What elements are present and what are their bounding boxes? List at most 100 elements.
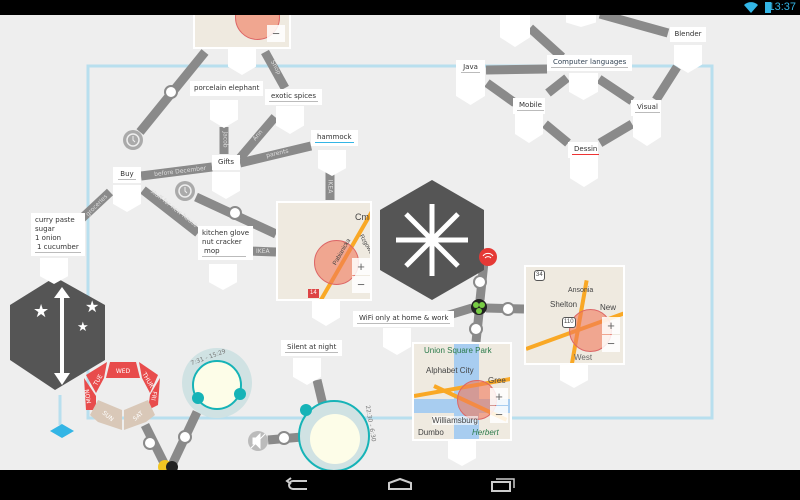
node-gifts[interactable]: Gifts	[212, 155, 240, 170]
zoom-out-button[interactable]: −	[602, 335, 620, 352]
node-grocery-list[interactable]: curry paste sugar 1 onion 1 cucumber	[31, 213, 85, 256]
clock-icon[interactable]	[123, 130, 143, 150]
map-label: Herbert	[472, 428, 499, 437]
day-wed	[106, 362, 140, 378]
node-blender[interactable]: Blender	[670, 27, 706, 42]
edge-handle	[501, 302, 515, 316]
clock-icon[interactable]	[175, 181, 195, 201]
star-icon: ★	[33, 301, 49, 322]
map-label: Cm	[355, 212, 369, 222]
list-item: 1 onion	[35, 234, 62, 242]
expand-arrows-hexagon[interactable]	[380, 180, 484, 300]
node-label: Gifts	[217, 158, 235, 166]
clock-end-handle[interactable]	[234, 388, 246, 400]
resize-handle[interactable]	[50, 424, 74, 438]
map-label: Williamsburg	[432, 416, 478, 425]
map-shelton[interactable]: 34 Ansonia Shelton New West 110 + −	[524, 265, 625, 365]
list-item: nut cracker	[202, 238, 242, 246]
priority-hexagon[interactable]: ★ ★ ★	[10, 277, 105, 390]
time-range-clock-night[interactable]: 22:30 - 6:30	[298, 400, 377, 472]
time-range-clock-day[interactable]: 7:31 - 15:29	[182, 348, 252, 418]
edge-shop	[261, 49, 289, 91]
clock-start-handle[interactable]	[300, 404, 312, 416]
node-visual[interactable]: Visual	[631, 100, 661, 116]
clock-start-handle[interactable]	[192, 392, 204, 404]
node-label: Blender	[674, 30, 702, 38]
day-mon-label: MON	[84, 389, 93, 404]
edge-label-ikea: IKEA	[256, 248, 270, 255]
node-label: Mobile	[517, 101, 544, 111]
zoom-out-button[interactable]: −	[352, 276, 370, 293]
map-label: West	[574, 353, 593, 362]
node-silent-at-night[interactable]: Silent at night	[281, 340, 343, 356]
wifi-icon	[744, 2, 758, 13]
map-label: Alphabet City	[426, 366, 474, 375]
day-tue	[86, 362, 107, 393]
zoom-in-button[interactable]: +	[602, 317, 620, 334]
home-icon[interactable]	[385, 475, 415, 495]
edge-groceries	[76, 188, 114, 224]
edge-ikea1	[248, 246, 277, 257]
edge	[484, 79, 518, 107]
edge	[545, 74, 570, 97]
map-label: Union Square Park	[424, 346, 492, 355]
node-hammock[interactable]: hammock	[311, 130, 358, 146]
map-top[interactable]: −	[193, 13, 291, 49]
day-fri-label: FRI	[149, 391, 158, 402]
node-porcelain-elephant[interactable]: porcelain elephant	[190, 81, 264, 96]
node-label: Dessin	[572, 145, 600, 155]
battery-icon	[765, 2, 771, 13]
edge	[526, 24, 566, 61]
clock-time: 13:37	[768, 1, 796, 13]
edge-ann	[236, 114, 279, 161]
edge	[598, 9, 670, 38]
node-mobile[interactable]: Mobile	[513, 98, 545, 114]
edge-stuff	[140, 186, 201, 237]
node-java[interactable]: Java	[456, 60, 485, 76]
node-tail	[566, 12, 596, 27]
day-sat	[124, 400, 155, 430]
edge	[596, 75, 635, 105]
node-buy[interactable]: Buy	[113, 167, 141, 183]
zoom-out-button[interactable]: −	[267, 25, 285, 42]
node-label: Visual	[635, 103, 660, 113]
edge-handle	[473, 275, 487, 289]
node-computer-languages[interactable]: Computer languages	[547, 55, 633, 71]
node-label: hammock	[315, 133, 354, 143]
edges	[76, 9, 681, 468]
route-badge: 14	[308, 289, 319, 298]
list-item: kitchen glove	[202, 229, 250, 237]
edge-handle	[164, 85, 178, 99]
day-thur	[139, 362, 158, 393]
route-badge: 110	[562, 317, 576, 328]
node-kitchen-list[interactable]: kitchen glove nut cracker mop	[198, 226, 254, 260]
node-exotic-spices[interactable]: exotic spices	[265, 89, 322, 105]
zoom-in-button[interactable]: +	[490, 388, 508, 405]
edge	[485, 64, 548, 75]
map-label: Gree	[488, 376, 506, 385]
edge	[652, 64, 681, 103]
edge-before-december	[140, 162, 213, 181]
edge-handles[interactable]	[143, 85, 515, 450]
map-union-square[interactable]: Union Square Park Alphabet City Gree Wil…	[412, 342, 512, 441]
selection-rectangle[interactable]	[86, 64, 714, 420]
edge-handle	[228, 206, 242, 220]
node-wifi-rule[interactable]: WiFi only at home & work	[353, 311, 455, 327]
zoom-out-button[interactable]: −	[490, 406, 508, 423]
edge-label-jacob: Jacob	[221, 131, 229, 148]
edge-handle	[178, 430, 192, 444]
node-label: Computer languages	[551, 58, 629, 68]
node-dessin[interactable]: Dessin	[568, 142, 600, 158]
map-location[interactable]: Cm Pabianicka Rzgowska 14 + −	[276, 201, 372, 301]
node-label: porcelain elephant	[194, 84, 260, 92]
back-icon[interactable]	[283, 475, 313, 495]
zoom-in-button[interactable]: +	[352, 258, 370, 275]
edge	[597, 120, 635, 147]
map-label: New	[600, 303, 617, 312]
route-badge: 34	[534, 270, 545, 281]
star-icon: ★	[85, 297, 99, 316]
edge-label-ikea: IKEA	[326, 179, 334, 194]
recents-icon[interactable]	[488, 475, 518, 495]
node-label: exotic spices	[269, 92, 318, 102]
